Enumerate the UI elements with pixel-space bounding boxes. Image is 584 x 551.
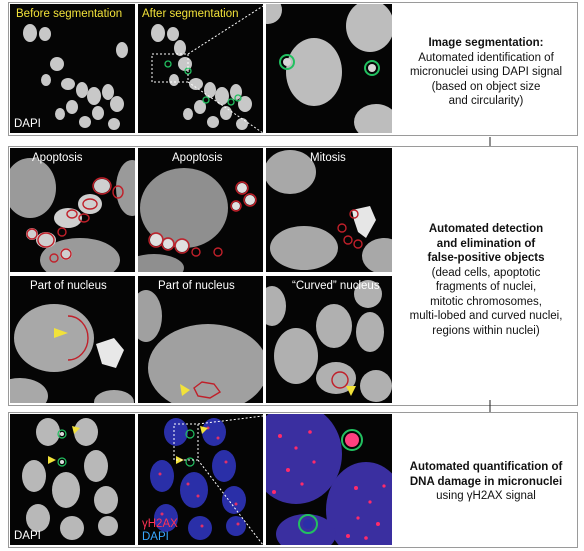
description-segmentation: Image segmentation: Automated identifica… <box>400 36 572 109</box>
title-line: and elimination of <box>436 237 536 250</box>
title-line: Automated detection <box>428 223 544 235</box>
image-part-of-nucleus-2: Part of nucleus <box>138 276 263 403</box>
description-false-positive: Automated detection and elimination of f… <box>400 222 572 338</box>
description-dna-damage: Automated quantification of DNA damage i… <box>400 460 572 504</box>
title-segmentation: Image segmentation: <box>428 37 544 49</box>
image-part-of-nucleus-1: Part of nucleus <box>10 276 135 403</box>
label-apoptosis-2: Apoptosis <box>172 152 223 164</box>
image-after-segmentation: After segmentation <box>138 4 263 133</box>
label-after-segmentation: After segmentation <box>142 8 239 20</box>
text-line: multi-lobed and curved nuclei, <box>409 310 563 322</box>
label-before-segmentation: Before segmentation <box>16 8 123 20</box>
text-line: Automated identification of <box>418 51 554 64</box>
text-line: using γH2AX signal <box>436 490 536 502</box>
title-line: false-positive objects <box>427 252 545 264</box>
title-line: DNA damage in micronuclei <box>409 475 563 488</box>
label-apoptosis-1: Apoptosis <box>32 152 83 164</box>
label-mitosis: Mitosis <box>310 152 346 164</box>
image-apoptosis-1: Apoptosis <box>10 148 135 272</box>
label-part-of-nucleus-1: Part of nucleus <box>30 280 107 292</box>
image-before-segmentation: Before segmentation DAPI <box>10 4 135 133</box>
image-curved-nucleus: “Curved” nucleus <box>266 276 392 403</box>
image-dapi-micronuclei: DAPI <box>10 414 135 545</box>
label-gh2ax: γH2AX <box>142 518 178 530</box>
text-line: (dead cells, apoptotic <box>431 266 541 279</box>
text-line: fragments of nuclei, <box>435 281 537 293</box>
label-dapi: DAPI <box>14 118 41 130</box>
label-curved-nucleus: “Curved” nucleus <box>292 280 380 292</box>
text-line: (based on object size <box>431 80 541 93</box>
title-line: Automated quantification of <box>409 461 563 473</box>
image-mitosis: Mitosis <box>266 148 392 272</box>
image-apoptosis-2: Apoptosis <box>138 148 263 272</box>
label-dapi-bottom: DAPI <box>14 530 41 542</box>
image-gh2ax-zoom <box>266 414 392 545</box>
text-line: mitotic chromosomes, <box>430 295 542 308</box>
text-line: micronuclei using DAPI signal <box>409 66 563 78</box>
image-gh2ax-dapi: γH2AX DAPI <box>138 414 263 545</box>
label-dapi-blue: DAPI <box>142 531 169 543</box>
text-line: and circularity) <box>448 95 524 107</box>
label-part-of-nucleus-2: Part of nucleus <box>158 280 235 292</box>
text-line: regions within nuclei) <box>432 324 540 337</box>
image-segmentation-zoom <box>266 4 392 133</box>
